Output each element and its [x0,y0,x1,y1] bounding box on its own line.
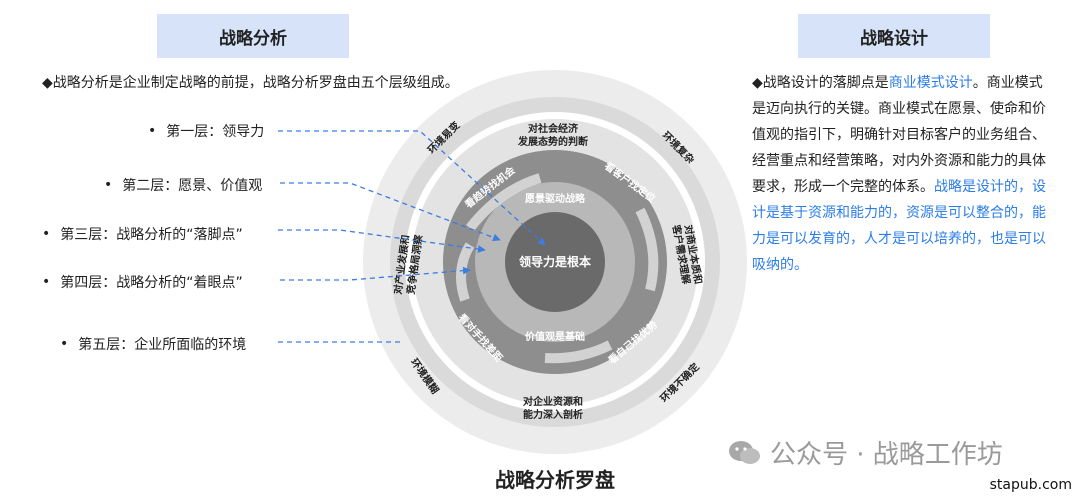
design-p1: ◆战略设计的落脚点是 [752,75,889,91]
bullet: • [148,123,157,139]
design-description: ◆战略设计的落脚点是商业模式设计。商业模式是迈向执行的关键。商业模式在愿景、使命… [752,70,1052,278]
bullet: • [42,274,51,290]
layer-2-label: 第二层：愿景、价值观 [122,178,263,194]
ring4-society-line2: 发展态势的判断 [517,135,588,148]
wechat-icon [729,440,760,464]
swirl-arrow [635,207,659,292]
ring-core [505,212,605,312]
compass-values: 价值观是基础 [525,330,585,343]
design-header: 战略设计 [798,14,990,58]
analysis-intro: ◆战略分析是企业制定战略的前提，战略分析罗盘由五个层级组成。 [42,75,459,91]
layer-1-label: 第一层：领导力 [166,124,265,140]
business-model-link[interactable]: 商业模式设计 [888,75,973,91]
compass-caption: 战略分析罗盘 [495,468,615,492]
watermark: 公众号 · 战略工作坊 [728,434,1003,471]
layer-4-label: 第四层：战略分析的“着眼点” [60,275,243,291]
bullet: • [104,177,113,193]
layer-3-label: 第三层：战略分析的“落脚点” [60,227,243,243]
design-p3: 战略是设计的，设计是基于资源和能力的，资源是可以整合的，能力是可以发育的，人才是… [752,179,1046,273]
watermark-text: 公众号 · 战略工作坊 [770,440,1003,470]
swirl-arrow [544,340,613,364]
compass-center: 领导力是根本 [519,254,591,269]
layer-5-label: 第五层：企业所面临的环境 [78,337,247,353]
design-p2: 。商业模式是迈向执行的关键。商业模式在愿景、使命和价值观的指引下，明确针对目标客… [752,75,1046,195]
swirl-arrow [466,173,542,232]
analysis-header: 战略分析 [157,14,349,58]
connector-layer-1 [278,130,546,246]
ring4-resources-line1: 对企业资源和 [523,395,583,408]
layer-2: • 第二层：愿景、价值观 [104,175,262,195]
site-watermark: stapub.com [989,477,1072,493]
compass-vision: 愿景驱动战略 [525,192,586,205]
layer-5: • 第五层：企业所面临的环境 [60,334,246,354]
bullet: • [60,336,69,352]
layer-4: • 第四层：战略分析的“着眼点” [42,272,243,292]
bullet: • [42,226,51,242]
layer-1: • 第一层：领导力 [148,121,264,141]
ring4-society-line1: 对社会经济 [528,122,579,135]
ring4-resources-line2: 能力深入剖析 [523,408,583,421]
layer-3: • 第三层：战略分析的“落脚点” [42,224,243,244]
connector-layer-3 [278,229,486,253]
